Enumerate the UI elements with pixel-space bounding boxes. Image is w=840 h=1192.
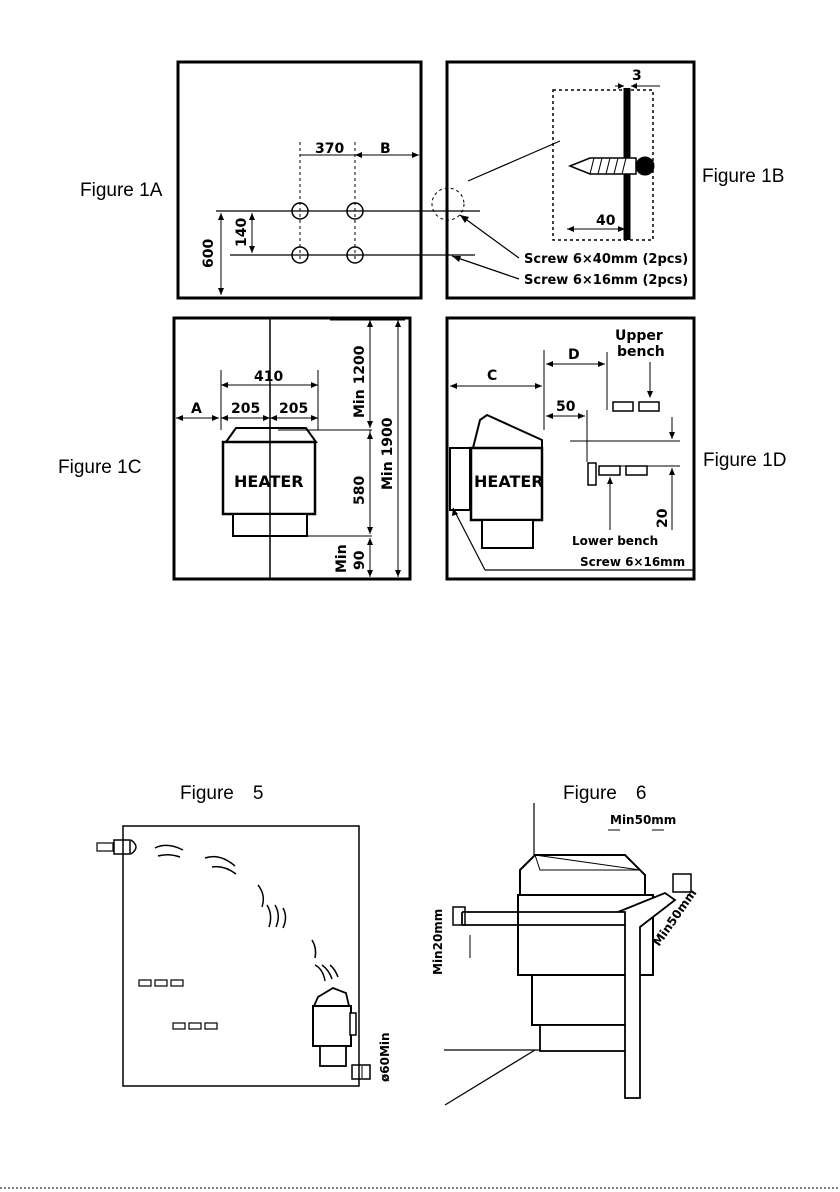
bench-slat [173, 1023, 185, 1029]
fig1d-caption: Figure 1D [703, 450, 786, 471]
fig1a-caption: Figure 1A [80, 180, 163, 201]
fig1a-dim-600: 600 [201, 239, 217, 268]
fig1d-heater-label: HEATER [474, 472, 544, 491]
screw-head [636, 157, 654, 175]
fig1b-caption: Figure 1B [702, 166, 784, 187]
fig1c-heater-label: HEATER [234, 472, 304, 491]
fig1c-min-90-value: 90 [352, 550, 368, 570]
bench-slat [639, 402, 659, 411]
fig1d-dim-20: 20 [655, 508, 671, 528]
fig1c-min-1900: Min 1900 [380, 417, 396, 490]
fig1a-dim-140: 140 [234, 218, 250, 247]
fig1c-dim-205-left: 205 [231, 401, 260, 417]
fig1d-dim-d: D [568, 347, 580, 363]
fig1d-screw-label: Screw 6×16mm [580, 555, 685, 569]
fig1a-dim-b: B [380, 141, 391, 157]
fig1b-screw-40-label: Screw 6×40mm (2pcs) [524, 252, 688, 267]
figure-1a [178, 62, 480, 298]
fig5-vent-outlet [352, 1065, 370, 1079]
bench-slat [599, 466, 620, 475]
fig1d-heater-base [482, 520, 533, 548]
fig1b-dim-3: 3 [632, 68, 642, 84]
fig6-wall-bracket-left [453, 907, 465, 925]
fig1c-dim-580: 580 [352, 476, 368, 505]
bench-slat [171, 980, 183, 986]
bench-slat [139, 980, 151, 986]
fig1a-dim-370: 370 [315, 141, 344, 157]
fig1b-dim-40: 40 [596, 213, 616, 229]
fig1d-mount-bracket [450, 448, 470, 510]
fig5-heater-base [320, 1046, 346, 1066]
fig6-caption: Figure 6 [563, 783, 646, 804]
fig1c-min-90-min: Min [334, 544, 350, 573]
figure-5 [97, 826, 370, 1086]
fig1c-caption: Figure 1C [58, 457, 141, 478]
fig1c-dim-a: A [191, 401, 202, 417]
fig5-heater-top [314, 988, 349, 1006]
fig6-heater-lower [532, 975, 638, 1025]
bench-slat [588, 463, 596, 485]
bench-slat [613, 402, 633, 411]
fig6-heater-top [520, 855, 645, 895]
fig1c-dim-205-right: 205 [279, 401, 308, 417]
figure-6 [444, 803, 691, 1105]
bench-slat [189, 1023, 201, 1029]
bench-slat [626, 466, 647, 475]
fig5-heater-body [313, 1006, 351, 1046]
fig6-top-clearance-label: Min50mm [610, 813, 676, 827]
fig1d-lower-bench-label: Lower bench [572, 534, 658, 548]
fig5-vent-inlet [114, 840, 130, 854]
fig1c-dim-410: 410 [254, 369, 283, 385]
fig1c-min-1200: Min 1200 [352, 345, 368, 418]
fig1d-dim-50: 50 [556, 399, 576, 415]
fig1b-screw-16-label: Screw 6×16mm (2pcs) [524, 273, 688, 288]
fig6-heater-base [540, 1025, 630, 1051]
fig1d-upper-bench-line1: Upper [615, 328, 663, 344]
bench-slat [155, 980, 167, 986]
fig5-vent-diameter-label: ø60Min [378, 1032, 392, 1082]
fig1d-upper-bench-line2: bench [617, 344, 665, 360]
fig1d-heater-top [473, 415, 542, 448]
fig5-caption: Figure 5 [180, 783, 263, 804]
figure-1c [174, 318, 410, 579]
screw-body [570, 158, 636, 174]
fig6-bottom-clearance-label: Min20mm [431, 909, 445, 975]
bench-slat [205, 1023, 217, 1029]
fig1d-dim-c: C [487, 368, 497, 384]
